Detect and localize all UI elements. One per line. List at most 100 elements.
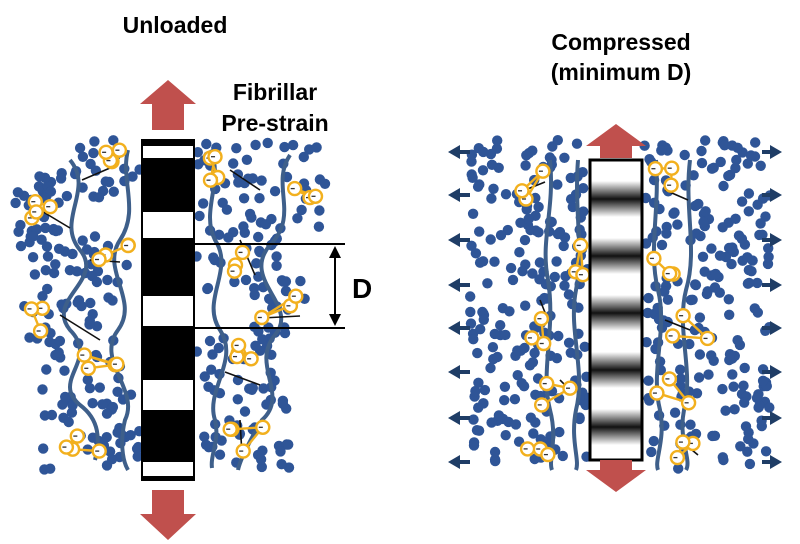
ion bbox=[562, 380, 578, 396]
particle bbox=[479, 384, 491, 396]
arrow-right bbox=[762, 278, 782, 292]
particle bbox=[552, 228, 564, 240]
particle bbox=[473, 402, 484, 413]
particle bbox=[641, 337, 652, 348]
particle bbox=[271, 251, 282, 262]
particle bbox=[715, 156, 726, 168]
particle bbox=[84, 315, 96, 326]
particle bbox=[200, 439, 212, 450]
particle bbox=[45, 186, 57, 197]
particle bbox=[133, 441, 144, 453]
particle bbox=[44, 336, 55, 348]
ion bbox=[109, 356, 125, 372]
particle bbox=[465, 291, 476, 302]
particle bbox=[743, 188, 755, 199]
particle bbox=[717, 222, 728, 233]
particle bbox=[518, 381, 530, 392]
ion bbox=[536, 335, 552, 352]
particle bbox=[488, 183, 499, 194]
particle bbox=[287, 139, 299, 151]
sheath-strand bbox=[109, 149, 132, 472]
particle bbox=[77, 235, 88, 246]
particle bbox=[693, 372, 705, 383]
particle bbox=[84, 383, 96, 394]
particle bbox=[691, 228, 702, 239]
particle bbox=[28, 231, 39, 242]
arrow-right bbox=[762, 455, 782, 469]
particle bbox=[578, 206, 589, 217]
particle bbox=[685, 294, 697, 306]
ion bbox=[287, 180, 303, 197]
particle bbox=[728, 381, 739, 392]
particle bbox=[478, 146, 489, 158]
particle bbox=[82, 374, 94, 385]
particle bbox=[279, 327, 291, 339]
ion bbox=[664, 160, 680, 176]
particle bbox=[473, 425, 485, 436]
particle bbox=[48, 267, 60, 279]
particle bbox=[685, 419, 696, 430]
particle bbox=[53, 347, 64, 358]
particle bbox=[735, 441, 746, 452]
particle bbox=[12, 187, 24, 198]
particle bbox=[675, 364, 686, 375]
charged-ion-groups bbox=[23, 142, 716, 466]
ion bbox=[514, 183, 530, 199]
ion bbox=[69, 428, 86, 444]
particle bbox=[706, 243, 717, 254]
ion bbox=[540, 446, 556, 463]
particle bbox=[40, 265, 51, 276]
particle bbox=[125, 430, 136, 441]
particle bbox=[728, 246, 739, 258]
light-band bbox=[143, 296, 193, 326]
particle bbox=[720, 405, 731, 416]
particle bbox=[192, 147, 203, 158]
particle bbox=[700, 135, 711, 146]
particle bbox=[233, 177, 244, 188]
particle bbox=[710, 268, 721, 280]
particle bbox=[514, 247, 525, 258]
particle bbox=[485, 362, 496, 374]
particle bbox=[747, 255, 758, 266]
ion bbox=[207, 148, 223, 165]
particle bbox=[520, 300, 531, 311]
ion bbox=[202, 172, 219, 188]
filament bbox=[39, 209, 71, 229]
particle bbox=[505, 262, 517, 274]
particle bbox=[509, 394, 521, 405]
particle bbox=[482, 278, 493, 289]
ion bbox=[235, 443, 251, 459]
particle bbox=[108, 186, 120, 197]
particle bbox=[554, 426, 565, 438]
particle bbox=[757, 375, 769, 386]
particle bbox=[295, 275, 306, 287]
particle bbox=[29, 269, 41, 280]
particle bbox=[648, 435, 659, 447]
fibril-compressed bbox=[588, 158, 644, 462]
particle bbox=[41, 364, 52, 375]
particle bbox=[703, 369, 714, 380]
ion bbox=[661, 371, 678, 387]
sheath-strand bbox=[208, 149, 229, 469]
particle bbox=[474, 226, 485, 237]
particle bbox=[275, 446, 286, 457]
ion bbox=[575, 267, 591, 283]
particle bbox=[77, 151, 89, 162]
particle bbox=[37, 384, 48, 395]
sheath-strand bbox=[651, 159, 664, 471]
particle bbox=[742, 446, 753, 457]
particle bbox=[468, 440, 480, 451]
ion bbox=[662, 265, 678, 282]
ion bbox=[533, 311, 550, 327]
particle bbox=[743, 206, 754, 217]
particle bbox=[486, 159, 498, 170]
particle bbox=[731, 154, 742, 166]
particle bbox=[207, 349, 218, 360]
particle bbox=[559, 152, 570, 163]
particle bbox=[672, 219, 683, 230]
ion bbox=[28, 204, 44, 220]
ion bbox=[91, 251, 107, 268]
particle bbox=[736, 233, 748, 245]
particle bbox=[71, 266, 83, 277]
particle bbox=[662, 294, 674, 305]
